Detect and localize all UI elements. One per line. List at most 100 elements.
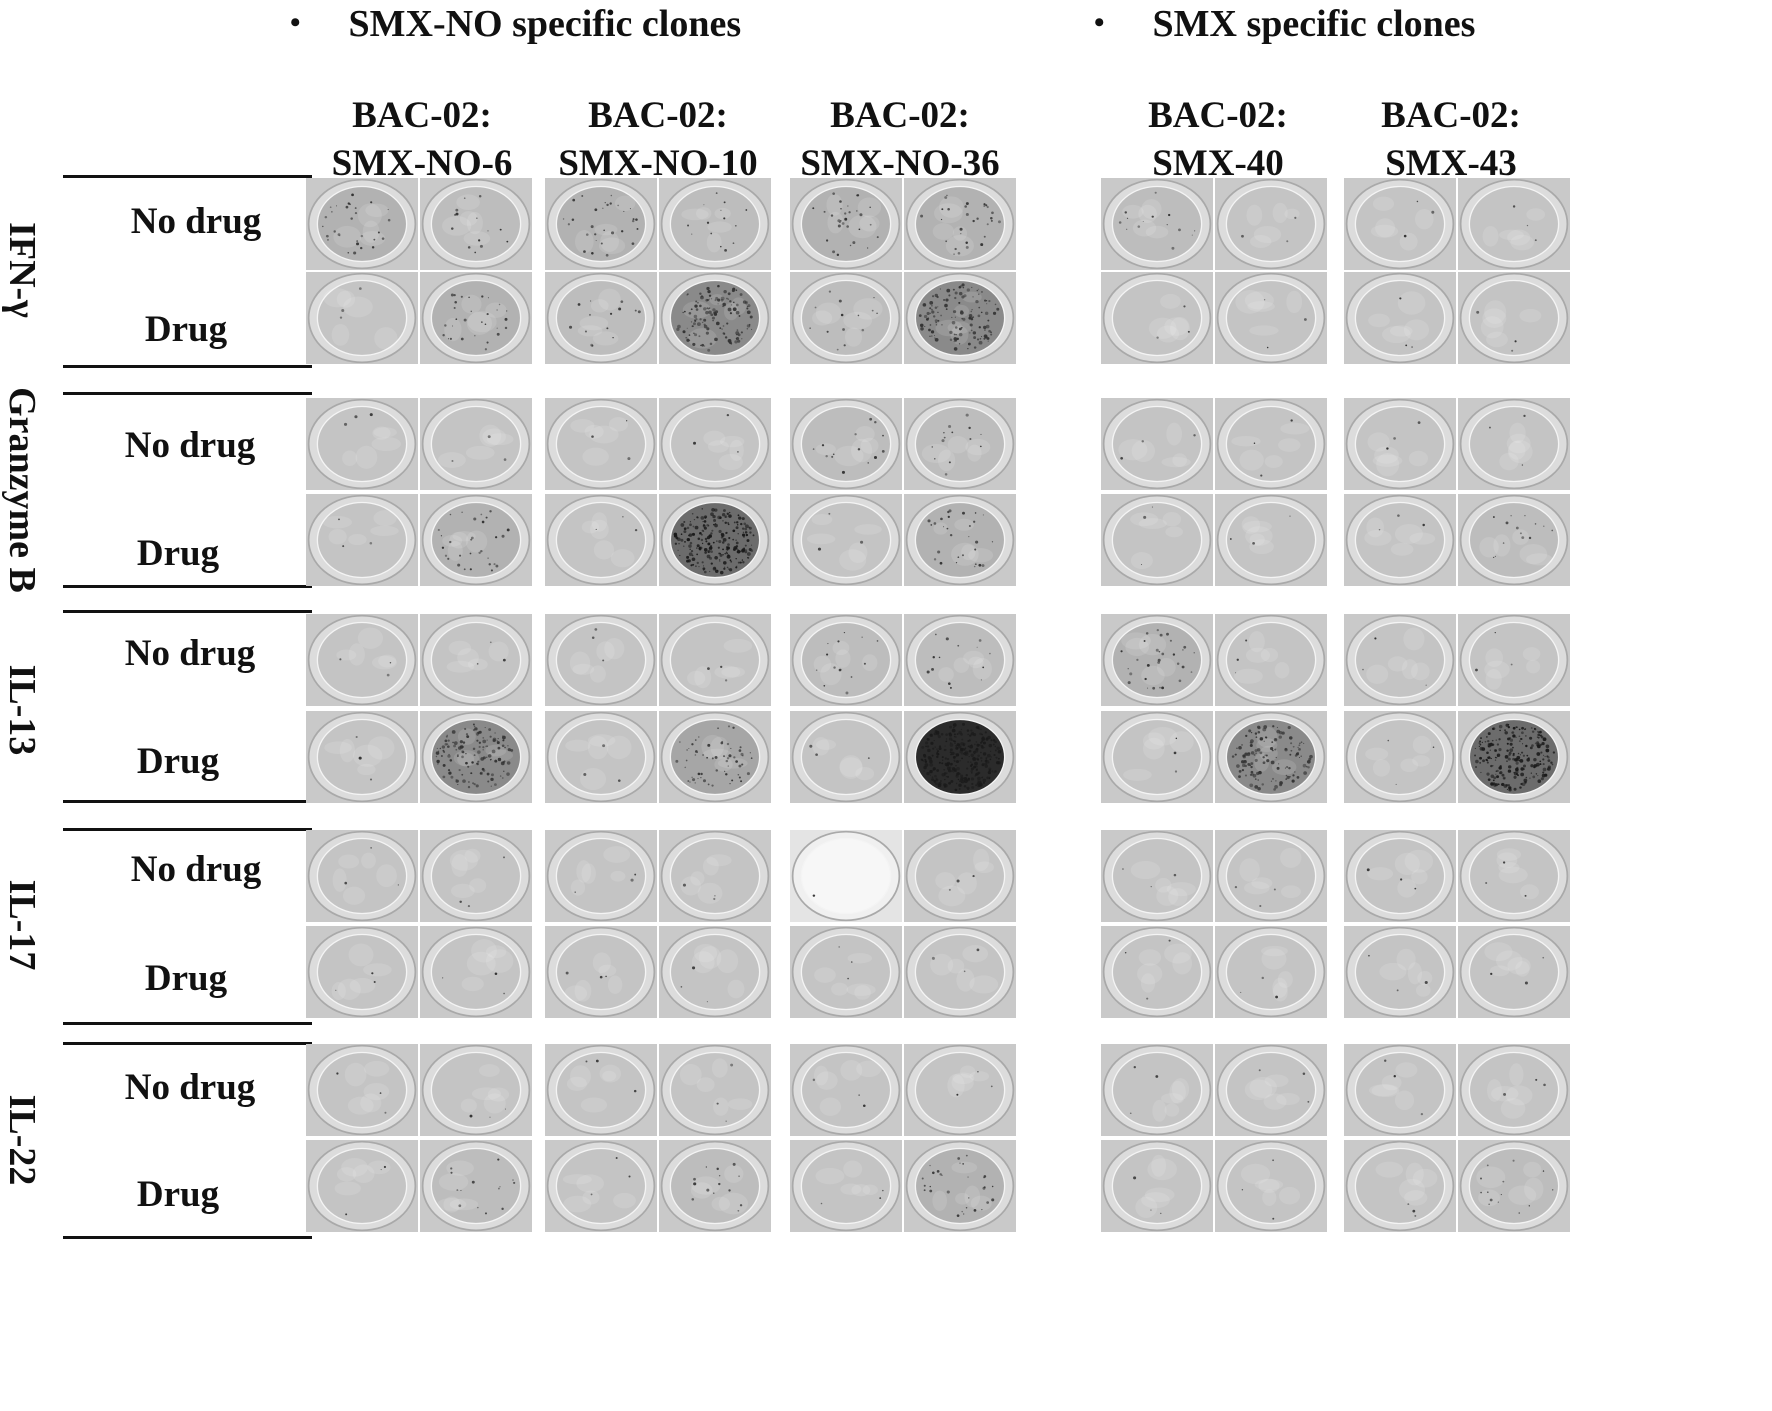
- elispot-well: [545, 711, 657, 803]
- elispot-well: [306, 711, 418, 803]
- elispot-well: [1458, 272, 1570, 364]
- elispot-well: [790, 494, 902, 586]
- elispot-well: [659, 614, 771, 706]
- elispot-well: [545, 398, 657, 490]
- elispot-well: [904, 711, 1016, 803]
- elispot-well: [790, 272, 902, 364]
- elispot-well: [306, 178, 418, 270]
- elispot-well: [306, 614, 418, 706]
- elispot-well: [1458, 926, 1570, 1018]
- elispot-well: [545, 830, 657, 922]
- elispot-well: [420, 494, 532, 586]
- elispot-well: [1215, 494, 1327, 586]
- elispot-well: [1458, 711, 1570, 803]
- divider-rule: [63, 1042, 312, 1045]
- elispot-well: [1344, 398, 1456, 490]
- elispot-well: [659, 272, 771, 364]
- elispot-well: [1458, 1140, 1570, 1232]
- elispot-well: [904, 494, 1016, 586]
- elispot-well: [790, 398, 902, 490]
- elispot-well: [306, 830, 418, 922]
- divider-rule: [63, 392, 312, 395]
- condition-label-no-drug: No drug: [130, 201, 262, 242]
- condition-label-drug: Drug: [144, 309, 228, 350]
- elispot-well: [306, 1044, 418, 1136]
- elispot-well: [545, 926, 657, 1018]
- condition-label-no-drug: No drug: [124, 633, 256, 674]
- elispot-well: [306, 1140, 418, 1232]
- elispot-well: [1215, 272, 1327, 364]
- elispot-well: [420, 178, 532, 270]
- condition-label-drug: Drug: [136, 1174, 220, 1215]
- elispot-well: [1215, 711, 1327, 803]
- condition-label-no-drug: No drug: [124, 425, 256, 466]
- elispot-well: [1215, 1140, 1327, 1232]
- elispot-well: [1344, 178, 1456, 270]
- elispot-well: [1344, 711, 1456, 803]
- elispot-well: [420, 830, 532, 922]
- elispot-well: [904, 398, 1016, 490]
- condition-label-no-drug: No drug: [124, 1067, 256, 1108]
- elispot-well: [790, 830, 902, 922]
- elispot-well: [1101, 494, 1213, 586]
- elispot-well: [1101, 1140, 1213, 1232]
- elispot-well: [1344, 830, 1456, 922]
- elispot-well: [1215, 614, 1327, 706]
- elispot-well: [659, 398, 771, 490]
- elispot-well: [1215, 178, 1327, 270]
- divider-rule: [63, 1022, 312, 1025]
- elispot-well: [1101, 711, 1213, 803]
- divider-rule: [63, 800, 312, 803]
- elispot-well: [659, 178, 771, 270]
- elispot-well: [1458, 178, 1570, 270]
- elispot-well: [659, 494, 771, 586]
- clone-label-smx-no-10: BAC-02:SMX-NO-10: [558, 95, 758, 184]
- elispot-well: [904, 926, 1016, 1018]
- elispot-well: [904, 178, 1016, 270]
- elispot-well: [420, 1044, 532, 1136]
- elispot-well: [659, 926, 771, 1018]
- elispot-well: [1344, 926, 1456, 1018]
- divider-rule: [63, 365, 312, 368]
- condition-label-no-drug: No drug: [130, 849, 262, 890]
- elispot-well: [1215, 398, 1327, 490]
- elispot-well: [1458, 494, 1570, 586]
- elispot-well: [306, 494, 418, 586]
- elispot-well: [545, 178, 657, 270]
- clone-label-smx-no-6: BAC-02:SMX-NO-6: [331, 95, 513, 184]
- elispot-well: [420, 711, 532, 803]
- elispot-well: [306, 926, 418, 1018]
- elispot-well: [1101, 830, 1213, 922]
- elispot-well: [659, 830, 771, 922]
- elispot-well: [1344, 272, 1456, 364]
- condition-label-drug: Drug: [136, 533, 220, 574]
- elispot-well: [904, 614, 1016, 706]
- elispot-well: [420, 614, 532, 706]
- elispot-well: [1344, 1044, 1456, 1136]
- divider-rule: [63, 828, 312, 831]
- elispot-well: [1101, 614, 1213, 706]
- clone-label-smx-40: BAC-02:SMX-40: [1148, 95, 1288, 184]
- elispot-well: [1344, 1140, 1456, 1232]
- elispot-well: [790, 178, 902, 270]
- elispot-well: [904, 1044, 1016, 1136]
- elispot-well: [790, 614, 902, 706]
- elispot-well: [659, 1140, 771, 1232]
- elispot-well: [545, 1140, 657, 1232]
- clone-label-smx-no-36: BAC-02:SMX-NO-36: [800, 95, 1000, 184]
- divider-rule: [63, 175, 312, 178]
- elispot-well: [904, 1140, 1016, 1232]
- divider-rule: [63, 610, 312, 613]
- elispot-well: [1458, 398, 1570, 490]
- clone-label-smx-43: BAC-02:SMX-43: [1381, 95, 1521, 184]
- condition-label-drug: Drug: [136, 741, 220, 782]
- elispot-well: [420, 1140, 532, 1232]
- elispot-well: [790, 926, 902, 1018]
- condition-label-drug: Drug: [144, 958, 228, 999]
- group-title-smx: •SMX specific clones: [1094, 3, 1476, 45]
- elispot-well: [1101, 272, 1213, 364]
- group-title-smx-no: •SMX-NO specific clones: [290, 3, 742, 45]
- elispot-well: [1458, 830, 1570, 922]
- elispot-well: [1101, 178, 1213, 270]
